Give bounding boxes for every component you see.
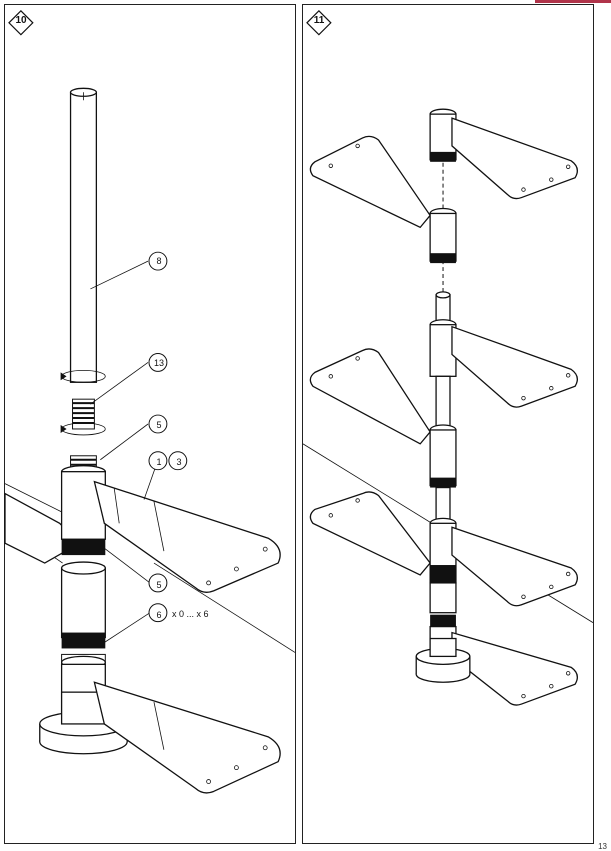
step-10-diamond: [8, 10, 34, 36]
tread-middle-right: [451, 325, 578, 408]
upper-tread: [93, 480, 281, 593]
step-11-panel: 11: [302, 4, 594, 844]
callout-1: 1: [156, 457, 162, 467]
step-11-diamond: [306, 10, 332, 36]
step-10-panel: 10 8 13 5 1 3 5 6 x 0 ... x 6: [4, 4, 296, 844]
callout-3: 3: [176, 457, 182, 467]
tread-lower-left: [309, 491, 431, 576]
accent-bar: [535, 0, 611, 3]
spacer-sleeve: [60, 567, 106, 639]
step-number: 10: [15, 15, 27, 26]
threaded-spacer: [61, 539, 106, 556]
upper-hub: [60, 471, 106, 540]
callout-5-top: 5: [156, 420, 162, 430]
step-11-drawing: [302, 10, 594, 706]
page-number: 13: [598, 842, 607, 851]
lower-tread: [93, 681, 281, 794]
step-10-drawing: [4, 10, 296, 794]
tread-bottom-right: [451, 631, 578, 706]
callout-13: 13: [153, 358, 164, 368]
pole-middle: [435, 375, 451, 427]
hub-lower: [429, 429, 457, 487]
quantity-note: x 0 ... x 6: [172, 609, 209, 619]
tread-lower-right: [451, 526, 578, 607]
floor-line: [153, 562, 296, 653]
callout-8: 8: [156, 256, 162, 266]
floor-line: [4, 483, 65, 514]
tread-middle-left: [309, 348, 431, 445]
callout-6: 6: [156, 610, 162, 620]
tread-upper-left: [309, 135, 431, 229]
spacer-band: [61, 632, 106, 649]
tread-top-right: [451, 117, 578, 200]
tube-8: [69, 91, 98, 383]
callout-5-bottom: 5: [156, 580, 162, 590]
step-number: 11: [313, 15, 325, 26]
